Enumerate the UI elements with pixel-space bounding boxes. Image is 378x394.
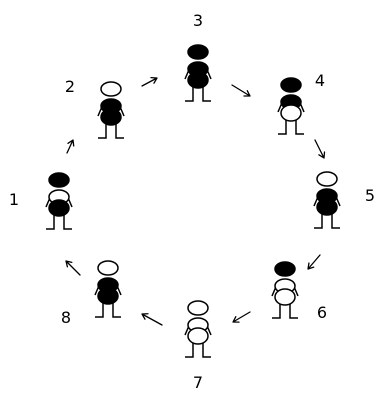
figure-legs [98,124,124,139]
figure-head [97,260,119,276]
figure-hips [280,104,302,122]
figure-5 [313,171,341,229]
figure-number-6: 6 [317,303,327,322]
figure-number-4: 4 [315,71,325,90]
figure-head [100,81,122,97]
figure-legs [185,343,211,358]
figure-number-8: 8 [61,308,71,327]
figure-legs [272,304,298,319]
figure-hips [97,287,119,305]
figure-number-1: 1 [9,190,19,209]
cycle-arrow-4 [314,139,326,159]
figure-legs [185,87,211,102]
figure-legs [278,120,304,135]
cycle-arrow-3 [231,84,251,97]
figure-hips [48,199,70,217]
figure-6 [271,261,299,319]
figure-1 [45,172,73,230]
cycle-arrow-7 [141,313,163,326]
figure-head [274,261,296,277]
cycle-arrow-5 [307,254,321,270]
figure-number-3: 3 [193,11,203,30]
figure-8 [94,260,122,318]
cycle-arrow-2 [141,76,158,87]
figure-2 [97,81,125,139]
figure-head [187,44,209,60]
figure-legs [46,215,72,230]
figure-number-7: 7 [193,373,203,392]
figure-4 [277,77,305,135]
cycle-arrow-6 [232,311,251,323]
figure-3 [184,44,212,102]
cycle-arrow-8 [65,260,81,276]
figure-head [187,300,209,316]
figure-number-5: 5 [365,186,375,205]
figure-hips [187,71,209,89]
figure-head [280,77,302,93]
figure-hips [316,198,338,216]
figure-head [316,171,338,187]
figure-head [48,172,70,188]
figure-legs [95,303,121,318]
figure-number-2: 2 [65,77,75,96]
figure-hips [100,108,122,126]
figure-hips [274,288,296,306]
cycle-arrow-1 [66,139,75,154]
figure-7 [184,300,212,358]
figure-hips [187,327,209,345]
figure-legs [314,214,340,229]
